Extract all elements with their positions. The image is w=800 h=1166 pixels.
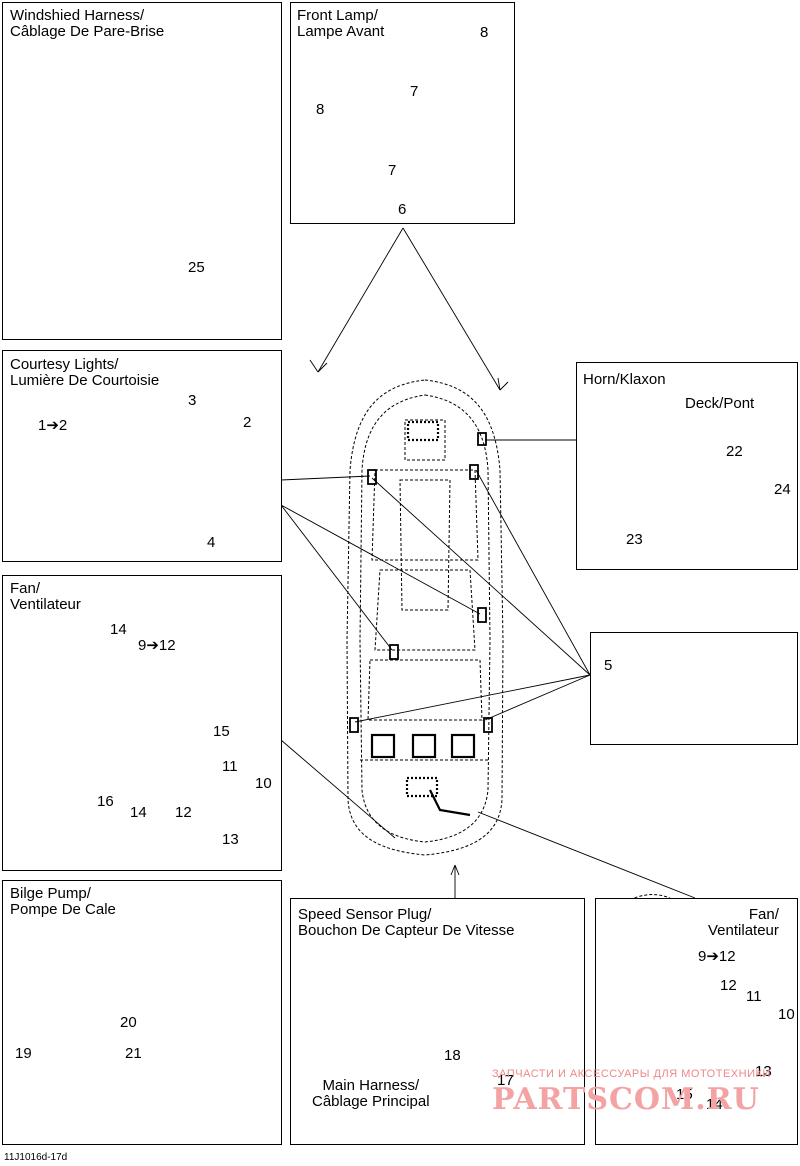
callout-20: 20: [120, 1014, 137, 1031]
speed-sensor-title: Speed Sensor Plug/ Bouchon De Capteur De…: [298, 906, 515, 939]
callout-14-right: 14: [706, 1096, 723, 1113]
callout-25: 25: [188, 259, 205, 276]
horn-title: Horn/Klaxon: [583, 371, 666, 388]
watermark-text: ЗАПЧАСТИ И АКСЕССУАРЫ ДЛЯ МОТОТЕХНИКИ: [492, 1068, 771, 1080]
courtesy-lights-title: Courtesy Lights/ Lumière De Courtoisie: [10, 356, 160, 389]
bilge-pump-panel: [2, 880, 282, 1145]
callout-15-right: 15: [676, 1086, 693, 1103]
callout-21: 21: [125, 1045, 142, 1062]
callout-8-left: 8: [316, 101, 325, 118]
callout-11: 11: [222, 758, 238, 775]
central-hull-drawing: [346, 379, 504, 856]
callout-6: 6: [398, 201, 407, 218]
callout-24: 24: [774, 481, 791, 498]
callout-8-top: 8: [480, 24, 489, 41]
callout-18: 18: [444, 1047, 461, 1064]
callout-23: 23: [626, 531, 643, 548]
callout-9-to-12: 9➔12: [138, 637, 176, 654]
bilge-pump-title: Bilge Pump/ Pompe De Cale: [10, 885, 116, 918]
callout-14-top: 14: [110, 621, 127, 638]
callout-10-right: 10: [778, 1006, 795, 1023]
deck-label: Deck/Pont: [685, 395, 755, 412]
callout-12-right: 12: [720, 977, 737, 994]
fan-left-panel: [2, 575, 282, 871]
callout-7-bottom: 7: [388, 162, 397, 179]
callout-11-right: 11: [746, 988, 762, 1005]
windshield-harness-title: Windshied Harness/ Câblage De Pare-Brise: [10, 7, 165, 40]
callout-17: 17: [497, 1072, 514, 1089]
callout-5: 5: [604, 657, 613, 674]
callout-1-to-2: 1➔2: [38, 417, 68, 434]
front-lamp-panel: [290, 2, 515, 224]
callout-13-right: 13: [755, 1063, 772, 1080]
speed-sensor-panel: [290, 898, 585, 1145]
callout-14-bottom: 14: [130, 804, 147, 821]
callout-15: 15: [213, 723, 230, 740]
watermark-logo: PARTSCOM.RU: [492, 1082, 760, 1117]
fan-right-panel: [595, 898, 798, 1145]
fan-right-title: Fan/ Ventilateur: [708, 906, 779, 939]
main-harness-label: Main Harness/ Câblage Principal: [312, 1077, 430, 1110]
callout-3: 3: [188, 392, 197, 409]
windshield-harness-panel: [2, 2, 282, 340]
connector-panel: [590, 632, 798, 745]
callout-2: 2: [243, 414, 252, 431]
callout-13: 13: [222, 831, 239, 848]
callout-10: 10: [255, 775, 272, 792]
callout-4: 4: [207, 534, 216, 551]
callout-9-to-12-right: 9➔12: [698, 948, 736, 965]
callout-12: 12: [175, 804, 192, 821]
figure-code: 11J1016d-17d: [4, 1152, 68, 1163]
courtesy-lights-panel: [2, 350, 282, 562]
callout-22: 22: [726, 443, 743, 460]
horn-panel: [576, 362, 798, 570]
fan-left-title: Fan/ Ventilateur: [10, 580, 81, 613]
callout-19: 19: [15, 1045, 32, 1062]
callout-7-top: 7: [410, 83, 419, 100]
front-lamp-title: Front Lamp/ Lampe Avant: [297, 7, 385, 40]
callout-16: 16: [97, 793, 114, 810]
